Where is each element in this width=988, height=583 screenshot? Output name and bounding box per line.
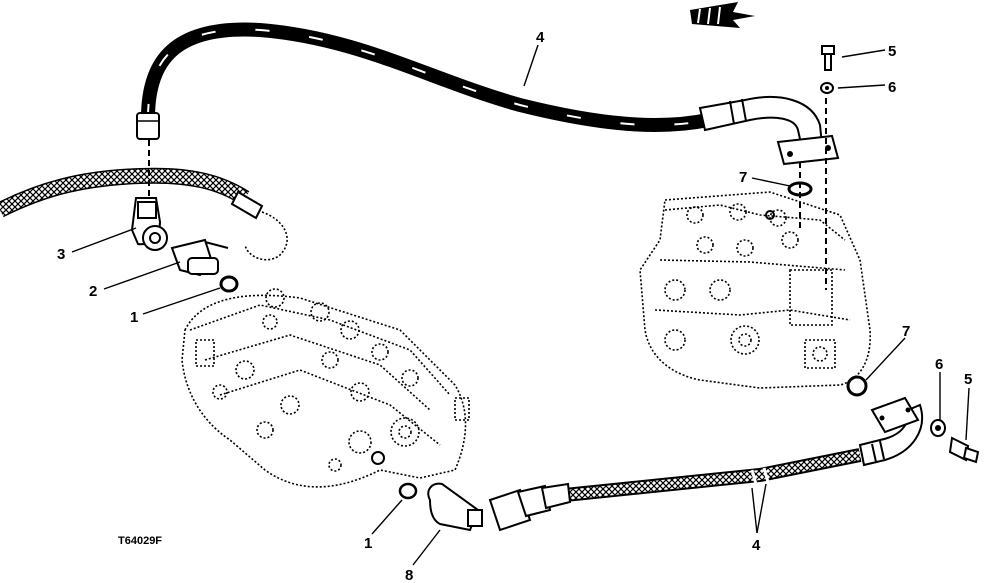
callout-7-top: 7 bbox=[739, 169, 747, 186]
callout-1-bottom: 1 bbox=[364, 535, 372, 552]
o-ring-part-1-top bbox=[219, 275, 239, 293]
upper-hose bbox=[141, 22, 715, 132]
callout-4-bottom: 4 bbox=[752, 537, 761, 554]
callout-2: 2 bbox=[89, 283, 97, 300]
leader-lines bbox=[71, 44, 970, 566]
o-ring-part-1-bottom bbox=[398, 482, 418, 500]
lower-hose bbox=[564, 448, 862, 502]
callout-6-top: 6 bbox=[888, 79, 896, 96]
right-control-valve bbox=[639, 191, 871, 389]
callout-5-top: 5 bbox=[888, 43, 896, 60]
washer-part-6-bottom bbox=[930, 419, 946, 437]
o-ring-part-7-top bbox=[787, 181, 813, 197]
upper-hose-flange-elbow bbox=[698, 96, 840, 166]
adapter-fitting-part-2 bbox=[170, 238, 229, 277]
figure-id: T64029F bbox=[118, 535, 162, 547]
left-control-valve bbox=[181, 288, 470, 488]
callout-6-bottom: 6 bbox=[935, 356, 943, 373]
callout-1-top: 1 bbox=[130, 309, 138, 326]
elbow-fitting-part-3 bbox=[130, 197, 168, 251]
bolt-part-5-bottom bbox=[948, 436, 980, 464]
o-ring-part-7-bottom bbox=[846, 375, 868, 397]
elbow-fitting-part-8 bbox=[427, 482, 483, 532]
upper-hose-end-fitting bbox=[136, 112, 160, 140]
callout-3: 3 bbox=[57, 246, 65, 263]
bolt-part-5-top bbox=[821, 45, 835, 71]
direction-arrow-icon bbox=[690, 2, 755, 28]
callout-8: 8 bbox=[405, 567, 413, 583]
callout-7-bottom: 7 bbox=[902, 323, 910, 340]
lower-hose-swivel-fitting bbox=[488, 482, 572, 532]
lower-hose-flange-elbow bbox=[858, 396, 924, 467]
callout-5-bottom: 5 bbox=[964, 371, 972, 388]
callout-4-top: 4 bbox=[536, 29, 545, 46]
washer-part-6-top bbox=[820, 82, 834, 94]
braided-hose bbox=[0, 167, 288, 261]
